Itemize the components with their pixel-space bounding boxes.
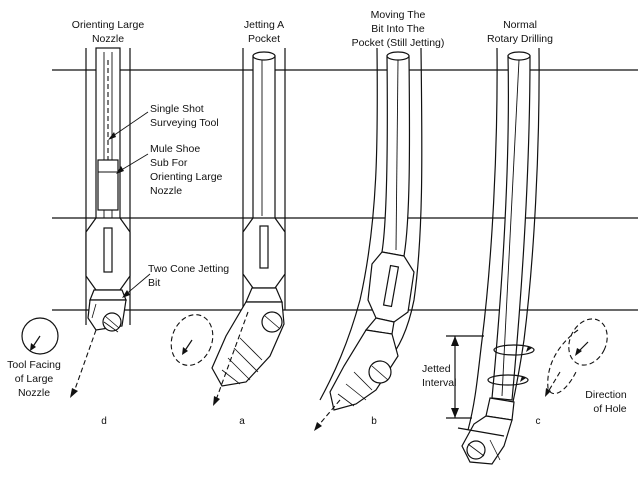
pocket-hatch-a4 [221, 369, 241, 385]
tool-face-circle [21, 317, 59, 355]
direction-arrowhead [545, 388, 551, 397]
tool-face-ellipse-a [170, 314, 214, 366]
formation-lines [52, 69, 638, 311]
pocket-hatch-b3 [353, 371, 373, 391]
leader-survey-arrow [108, 132, 116, 140]
annotation-bit-line1: Two Cone Jetting [148, 263, 229, 275]
bit-gauge-line-c [457, 427, 505, 437]
annotation-survey-line2: Surveying Tool [150, 117, 219, 129]
rotation-ring-lower [487, 374, 529, 386]
direction-ellipse-head [575, 348, 582, 356]
pipe-inner-line-b [395, 59, 399, 251]
direction-of-hole [545, 318, 608, 397]
jetted-interval-dimension [446, 335, 484, 419]
assembly-b [314, 47, 423, 431]
title-d-line2: Nozzle [92, 33, 124, 45]
nozzle-jet-arrowhead-a [213, 396, 220, 406]
bit-shank-a [245, 287, 283, 303]
direction-ellipse [568, 318, 608, 366]
annotation-mule-line1: Mule Shoe [150, 143, 200, 155]
rotation-ring-upper [493, 344, 535, 356]
cone-hatch-b1 [371, 365, 389, 381]
drill-pipe-a [252, 55, 276, 221]
title-a-line2: Pocket [248, 33, 280, 45]
stabilizer-slot-a [259, 225, 269, 269]
nozzle-jet-arrowhead-b [314, 422, 322, 431]
nozzle-jet-arrowhead-d [70, 388, 78, 398]
leader-survey [109, 111, 149, 139]
bit-shank-d [89, 289, 127, 301]
drill-pipe-b [381, 55, 411, 257]
annotation-bit-line2: Bit [148, 277, 160, 289]
stabilizer-slot-b [382, 264, 400, 308]
pipe-top-c [507, 51, 531, 61]
bit-in-pocket-b [329, 329, 399, 411]
direction-arrow [547, 371, 561, 393]
assembly-c [457, 47, 540, 465]
annotation-mule-line3: Orienting Large [150, 171, 223, 183]
title-d-line1: Orienting Large [72, 19, 145, 31]
borehole-wall-right-b [387, 47, 423, 361]
leader-bit-arrow [122, 290, 130, 298]
leader-mule [117, 153, 149, 173]
annotation-tool-line2: of Large [15, 373, 54, 385]
cone-hatch-c1 [467, 443, 485, 457]
jetted-interval-arrow-up [451, 336, 459, 346]
title-a-line1: Jetting A [244, 19, 284, 31]
cone-hatch-a1 [264, 315, 280, 329]
pipe-top-b [386, 51, 410, 61]
cone-hatch-d2 [103, 321, 119, 333]
cone-hatch-d1 [104, 315, 120, 329]
pocket-hatch-a1 [233, 347, 259, 373]
tool-face-outline [21, 317, 59, 355]
cone-hatch-c2 [489, 439, 501, 461]
figure-label-a: a [239, 416, 245, 427]
annotation-direction-line2: of Hole [593, 403, 626, 415]
title-b-line3: Pocket (Still Jetting) [352, 37, 445, 49]
title-c-line1: Normal [503, 19, 537, 31]
figure-label-d: d [101, 416, 107, 427]
drill-pipe-c [491, 55, 531, 401]
labels: Orienting Large Nozzle Jetting A Pocket … [7, 9, 627, 427]
annotation-mule-line2: Sub For [150, 157, 188, 169]
annotation-tool-line3: Nozzle [18, 387, 50, 399]
cone-hatch-d3 [91, 303, 97, 319]
pocket-hatch-a2 [227, 357, 251, 381]
annotation-tool-line1: Tool Facing [7, 359, 61, 371]
annotation-jetted-line2: Interval [422, 377, 456, 389]
title-c-line2: Rotary Drilling [487, 33, 553, 45]
tool-face-pointer-head [30, 343, 36, 351]
annotation-survey-line1: Single Shot [150, 103, 204, 115]
nozzle-jet-arrow-d [73, 329, 97, 393]
rotation-arrow-upper [526, 346, 532, 352]
title-b-line1: Moving The [371, 9, 426, 21]
assembly-a [211, 48, 286, 406]
jetted-interval-arrow-down [451, 408, 459, 418]
tool-face-ellipse-a-head [182, 347, 188, 355]
stabilizer-slot-d [103, 227, 113, 273]
pipe-top-a [252, 51, 276, 61]
borehole-wall-left-b [319, 47, 378, 401]
annotation-mule-line4: Nozzle [150, 185, 182, 197]
borehole-wall-left-c [467, 47, 498, 431]
figure-label-b: b [371, 416, 377, 427]
leader-mule-arrow [116, 166, 124, 174]
figure-label-c: c [536, 416, 541, 427]
annotation-direction-line1: Direction [585, 389, 627, 401]
pipe-inner-line-c [501, 59, 520, 397]
direction-path [547, 329, 579, 395]
title-b-line2: Bit Into The [371, 23, 425, 35]
pocket-hatch-a3 [239, 337, 263, 361]
nozzle-jet-arrow-b [317, 399, 341, 427]
mule-shoe-sub-d [97, 159, 119, 211]
tool-face-ellipse-a-outline [170, 314, 214, 366]
pocket-hatch-b1 [345, 383, 367, 401]
pocket-hatch-b2 [337, 393, 355, 407]
annotation-jetted-line1: Jetted [422, 363, 451, 375]
assembly-d [70, 47, 151, 398]
rotation-arrow-lower [520, 376, 526, 382]
